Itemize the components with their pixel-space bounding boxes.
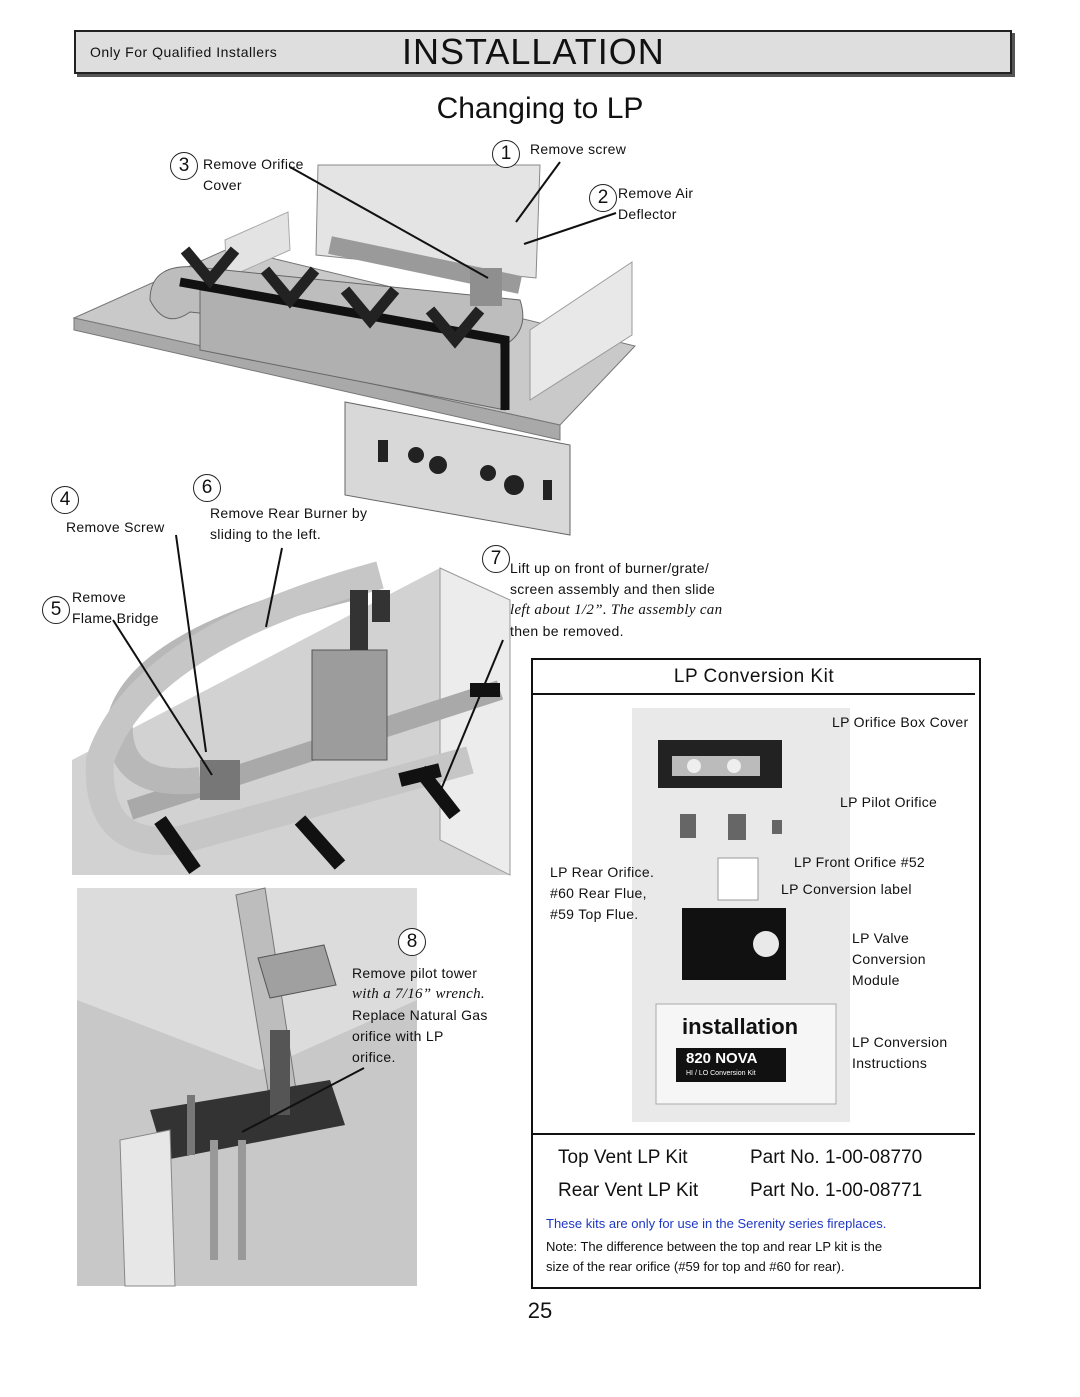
- label-orifice-box-cover: LP Orifice Box Cover: [832, 714, 969, 730]
- booklet-word: installation: [682, 1014, 799, 1039]
- label-valve-module: LP Valve Conversion Module: [852, 930, 926, 988]
- step-2-label: Remove Air Deflector: [618, 185, 694, 222]
- page-number: 25: [527, 1298, 553, 1323]
- kit-photo-drawing: [655, 740, 837, 1105]
- step-3-number: 3: [170, 152, 198, 180]
- step-1-label: Remove screw: [530, 141, 627, 157]
- part-number-rear: Part No. 1-00-08771: [750, 1180, 923, 1201]
- kit-divider: [533, 1133, 975, 1135]
- booklet-sub: HI / LO Conversion Kit: [686, 1070, 756, 1077]
- header-subtitle: Only For Qualified Installers: [90, 44, 278, 60]
- step-8-label: Remove pilot tower with a 7/16” wrench. …: [352, 965, 488, 1065]
- booklet-model: 820 NOVA: [686, 1050, 758, 1067]
- step-5-number: 5: [42, 596, 70, 624]
- step-6-label: Remove Rear Burner by sliding to the lef…: [210, 505, 368, 542]
- label-pilot-orifice: LP Pilot Orifice: [840, 794, 938, 810]
- section-header: Only For Qualified Installers INSTALLATI…: [74, 30, 1012, 74]
- burner-assembly-illustration: [72, 164, 636, 536]
- step-1-number: 1: [492, 140, 520, 168]
- pilot-tower-illustration: [77, 887, 417, 1287]
- step-3-label: Remove Orifice Cover: [203, 156, 304, 193]
- kit-note: Note: The difference between the top and…: [546, 1239, 883, 1274]
- kit-photo: installation 820 NOVA HI / LO Conversion…: [632, 708, 850, 1122]
- part-name-rear: Rear Vent LP Kit: [558, 1180, 699, 1201]
- step-5-label: Remove Flame Bridge: [72, 589, 159, 626]
- burner-removal-illustration: [72, 561, 511, 876]
- kit-title: LP Conversion Kit: [533, 660, 975, 695]
- leader-lines: [112, 161, 617, 1133]
- step-7-label: Lift up on front of burner/grate/ screen…: [510, 560, 723, 639]
- step-2-number: 2: [589, 184, 617, 212]
- kit-notice: These kits are only for use in the Seren…: [546, 1216, 887, 1231]
- label-rear-orifice: LP Rear Orifice. #60 Rear Flue, #59 Top …: [550, 864, 655, 922]
- step-6-number: 6: [193, 474, 221, 502]
- header-section-title: INSTALLATION: [402, 31, 665, 72]
- page-title: Changing to LP: [436, 92, 644, 125]
- part-name-top: Top Vent LP Kit: [558, 1147, 688, 1168]
- label-conversion-label: LP Conversion label: [781, 881, 912, 897]
- label-front-orifice: LP Front Orifice #52: [794, 854, 926, 870]
- part-number-top: Part No. 1-00-08770: [750, 1147, 923, 1168]
- step-4-label: Remove Screw: [66, 519, 165, 535]
- label-instructions: LP Conversion Instructions: [852, 1034, 948, 1071]
- step-4-number: 4: [51, 486, 79, 514]
- step-8-number: 8: [398, 928, 426, 956]
- step-7-number: 7: [482, 545, 510, 573]
